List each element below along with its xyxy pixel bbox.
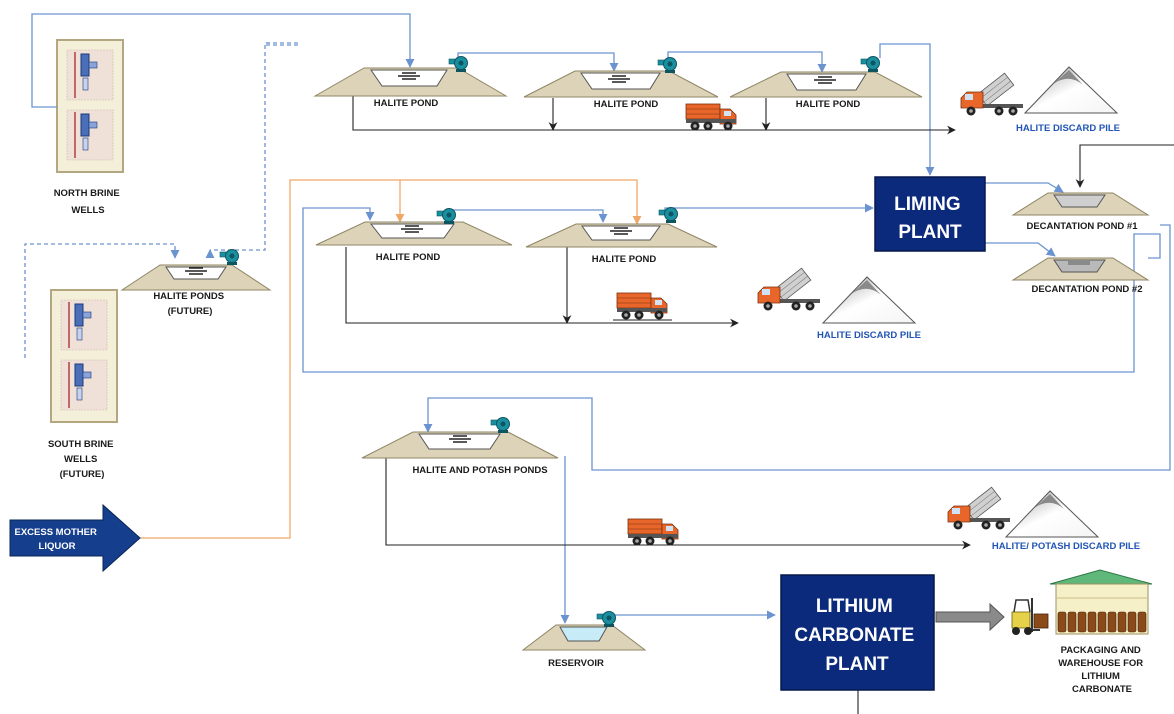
pump-icon <box>219 249 239 266</box>
tipper-truck-icon <box>757 267 821 311</box>
forklift-icon <box>1011 598 1049 635</box>
pump-icon <box>658 207 678 224</box>
discard-pile-mid-label: HALITE DISCARD PILE <box>817 330 921 341</box>
reservoir <box>521 624 647 651</box>
reservoir-label: RESERVOIR <box>548 658 604 669</box>
pump-icon <box>860 56 880 73</box>
halite-ponds-future <box>120 264 272 291</box>
halite-ponds-future-label: HALITE PONDS (FUTURE) <box>153 291 226 317</box>
halite-pond-mid-1 <box>315 221 513 246</box>
svg-text:LIMING PLANT: LIMING PLANT <box>894 194 966 243</box>
halite-pond-top-3 <box>729 71 923 98</box>
north-brine-wells-icon <box>56 39 124 173</box>
discard-pile-bottom-label: HALITE/ POTASH DISCARD PILE <box>992 541 1140 552</box>
north-wells-label: NORTH BRINE WELLS <box>54 188 123 216</box>
potash-ponds-label: HALITE AND POTASH PONDS <box>412 465 547 476</box>
decantation-2-label: DECANTATION POND #2 <box>1031 284 1142 295</box>
warehouse-icon <box>1049 569 1153 635</box>
waste-flow-lines <box>345 95 1174 714</box>
pond-top-2-label: HALITE POND <box>594 99 659 110</box>
halite-pond-top-2 <box>523 70 719 98</box>
excess-liquor-arrow: EXCESS MOTHER LIQUOR <box>9 503 141 573</box>
tipper-truck-icon <box>960 72 1024 116</box>
south-wells-label: SOUTH BRINE WELLS (FUTURE) <box>48 439 116 480</box>
halite-pond-top-1 <box>313 67 508 97</box>
lithium-carbonate-plant: LITHIUM CARBONATE PLANT <box>780 574 935 691</box>
dump-truck-icon <box>616 292 668 320</box>
packaging-label: PACKAGING AND WAREHOUSE FOR LITHIUM CARB… <box>1058 645 1146 695</box>
south-brine-wells-icon <box>50 289 118 423</box>
halite-potash-ponds <box>361 431 559 459</box>
decantation-pond-2 <box>1011 257 1150 281</box>
salt-pile-icon <box>822 276 916 324</box>
salt-pile-icon <box>1005 490 1099 538</box>
dump-truck-icon <box>627 518 679 546</box>
liming-plant: LIMING PLANT <box>874 176 986 252</box>
product-arrow <box>935 602 1005 632</box>
svg-text:EXCESS MOTHER LIQUOR: EXCESS MOTHER LIQUOR <box>15 527 100 552</box>
salt-pile-icon <box>1024 66 1118 114</box>
decantation-pond-1 <box>1011 192 1150 216</box>
dump-truck-icon <box>685 103 737 131</box>
pond-mid-1-label: HALITE POND <box>376 252 441 263</box>
mother-liquor-flow-lines <box>140 179 642 539</box>
pond-top-1-label: HALITE POND <box>374 98 439 109</box>
pond-top-3-label: HALITE POND <box>796 99 861 110</box>
pond-mid-2-label: HALITE POND <box>592 254 657 265</box>
svg-text:LITHIUM CARBONATE: LITHIUM CARBONATE PLANT <box>794 596 919 675</box>
halite-pond-mid-2 <box>525 223 718 248</box>
tipper-truck-icon <box>947 486 1011 530</box>
decantation-1-label: DECANTATION POND #1 <box>1026 221 1138 232</box>
pump-icon <box>490 417 510 434</box>
discard-pile-top-label: HALITE DISCARD PILE <box>1016 123 1120 134</box>
